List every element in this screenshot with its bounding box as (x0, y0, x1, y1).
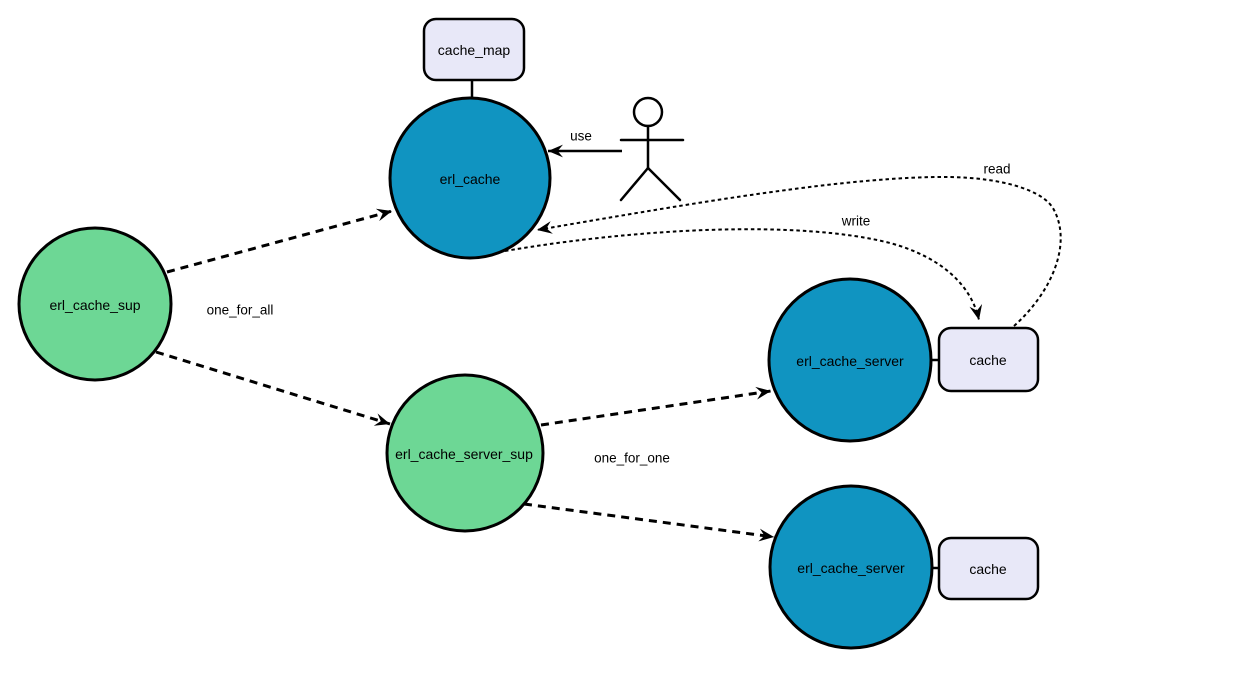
node-erl-cache: erl_cache (388, 96, 552, 260)
cache-1-box (937, 326, 1040, 393)
cache-map-label: cache_map (438, 42, 511, 58)
node-erl-cache-sup: erl_cache_sup (17, 226, 173, 382)
edge-read-label: read (983, 162, 1010, 177)
erl-cache-server-2-label: erl_cache_server (797, 560, 905, 576)
actor-right-leg (646, 166, 682, 202)
node-erl-cache-server-2: erl_cache_server (768, 484, 934, 650)
erl-cache-circle (388, 96, 552, 260)
edge-sup-to-server-sup (155, 350, 391, 426)
cache-map-box (422, 17, 526, 82)
cache-2-box (937, 536, 1040, 601)
node-cache-2: cache (937, 536, 1040, 601)
erl-cache-label: erl_cache (440, 171, 501, 187)
stick-figure-icon (619, 96, 685, 202)
cache-2-label: cache (969, 561, 1007, 577)
actor-left-leg (619, 166, 650, 202)
edge-sup-to-erl-cache (166, 208, 393, 274)
edge-use-label: use (570, 129, 592, 144)
edge-one-for-one-label: one_for_one (594, 451, 670, 466)
edge-write-label: write (841, 214, 871, 229)
node-cache-1: cache (937, 326, 1040, 393)
erl-cache-sup-label: erl_cache_sup (49, 297, 140, 313)
erl-cache-server-sup-label: erl_cache_server_sup (395, 446, 533, 462)
erl-cache-sup-circle (17, 226, 173, 382)
edge-write (504, 228, 983, 321)
edge-server-sup-to-server-1 (540, 386, 772, 427)
erl-cache-server-1-label: erl_cache_server (796, 353, 904, 369)
actor-head (632, 96, 664, 128)
edge-read (536, 175, 1062, 327)
erl-cache-server-2-circle (768, 484, 934, 650)
node-cache-map: cache_map (422, 17, 526, 82)
erl-cache-server-1-circle (767, 277, 933, 443)
edge-one-for-all-label: one_for_all (207, 303, 274, 318)
edge-server-sup-to-server-2 (523, 502, 775, 542)
node-erl-cache-server-1: erl_cache_server (767, 277, 933, 443)
cache-1-label: cache (969, 352, 1007, 368)
erl-cache-server-sup-circle (385, 373, 545, 533)
node-erl-cache-server-sup: erl_cache_server_sup (385, 373, 545, 533)
